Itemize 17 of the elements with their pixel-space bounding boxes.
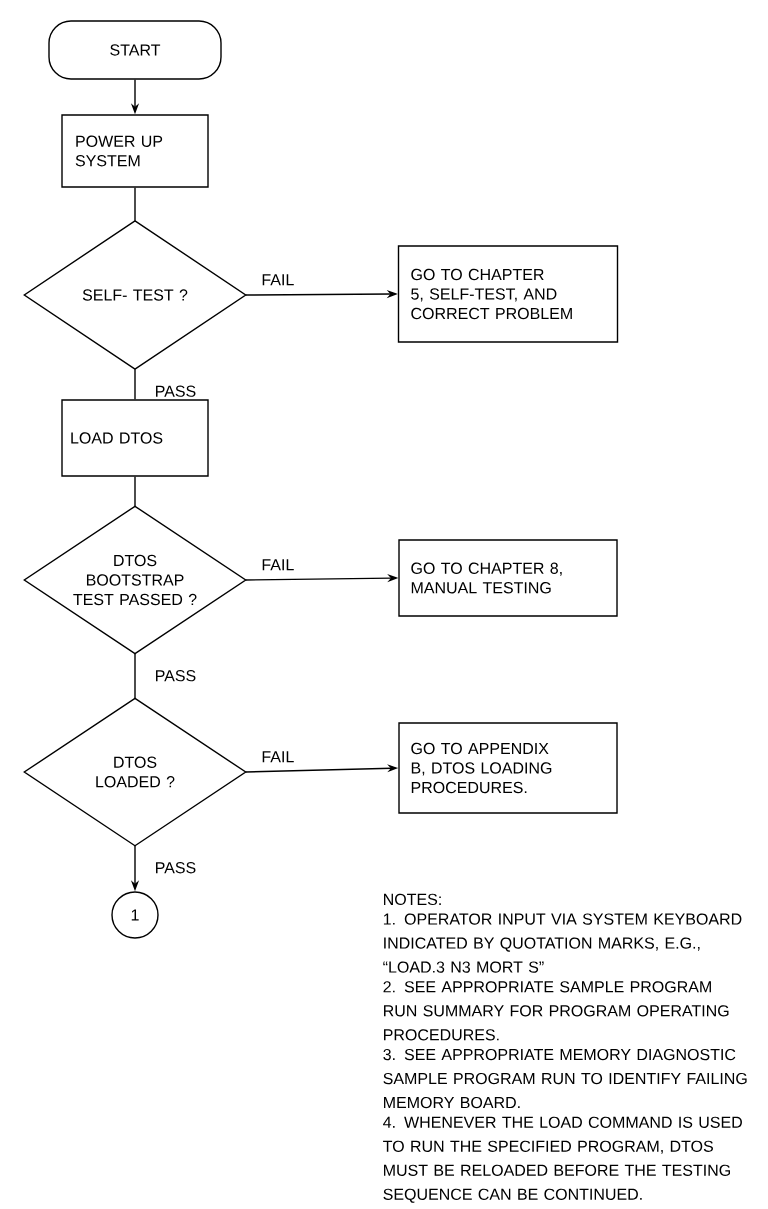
terminal-box: START — [48, 20, 222, 80]
edge-label: FAIL — [260, 273, 296, 287]
edge-label: PASS — [153, 861, 198, 875]
edge-label: FAIL — [260, 558, 296, 572]
note-text: 3. SEE APPROPRIATE MEMORY DIAGNOSTIC SAMPLE PROGRAM RUN TO IDENTIFY FAILING MEMORY BOARD. — [383, 1048, 747, 1109]
edge-label: PASS — [153, 384, 198, 398]
process-box: POWER UP SYSTEM — [61, 114, 209, 188]
edge-label: FAIL — [260, 750, 296, 764]
note-text: 4. WHENEVER THE LOAD COMMAND IS USED TO RUN THE SPECIFIED PROGRAM, DTOS MUST BE RELOADED BEFORE THE TESTING SEQUENCE CAN BE CONTINUED. — [383, 1116, 742, 1203]
edge-label: PASS — [153, 669, 198, 683]
process-box: GO TO APPENDIX B, DTOS LOADING PROCEDURES. — [398, 722, 618, 814]
process-box: GO TO CHAPTER 8, MANUAL TESTING — [398, 539, 618, 617]
note-text: 1. OPERATOR INPUT VIA SYSTEM KEYBOARD INDICATED BY QUOTATION MARKS, E.G., “LOAD.3 N3 MORT S” — [383, 913, 742, 973]
process-box: LOAD DTOS — [61, 399, 209, 477]
note-text: 2. SEE APPROPRIATE SAMPLE PROGRAM RUN SUMMARY FOR PROGRAM OPERATING PROCEDURES. — [383, 981, 729, 1041]
notes-heading: NOTES: — [384, 893, 441, 906]
process-box: GO TO CHAPTER 5, SELF-TEST, AND CORRECT PROBLEM — [397, 245, 619, 343]
